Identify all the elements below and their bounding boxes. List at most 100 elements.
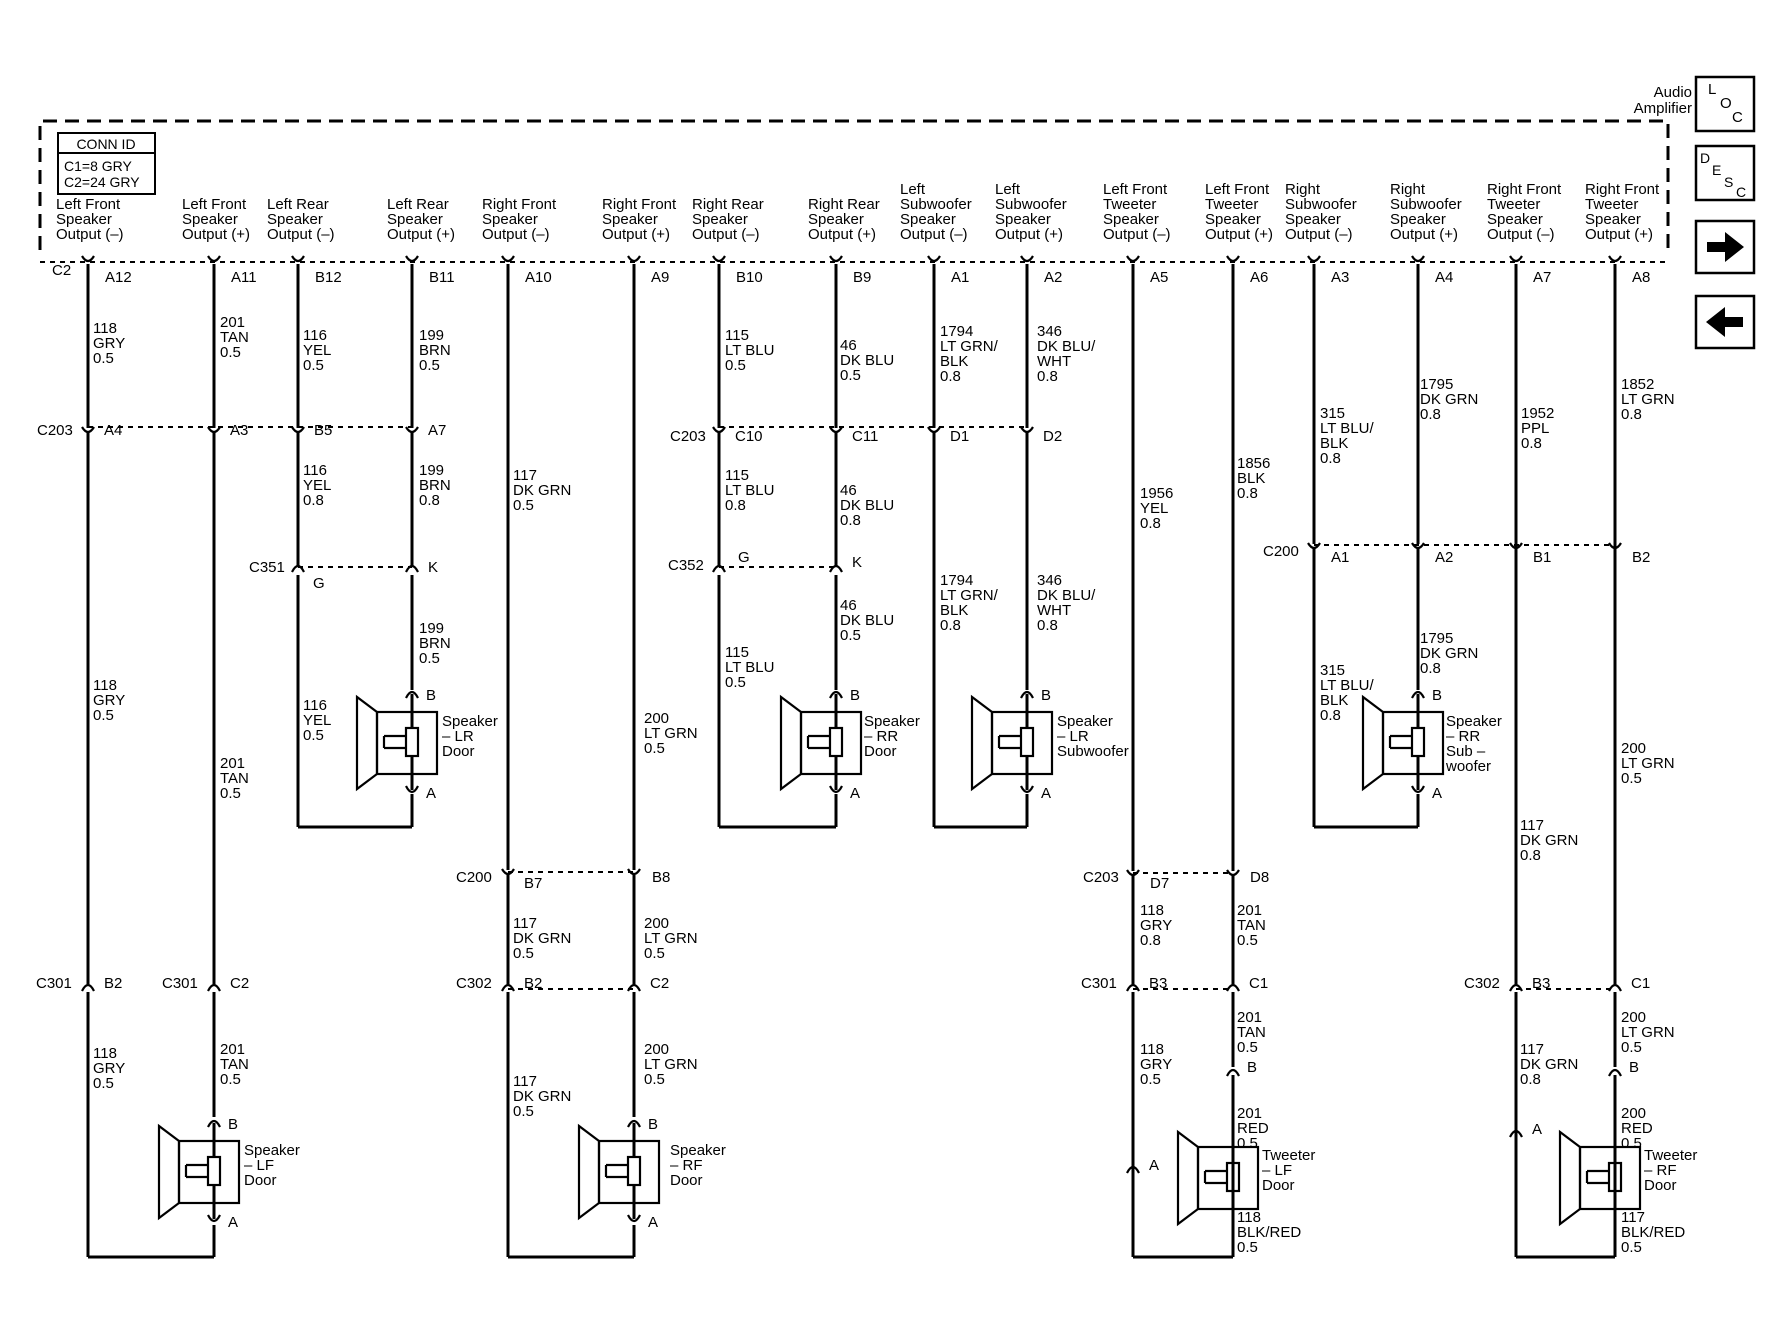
wire-color-label: DK GRN <box>1520 832 1578 849</box>
amp-output-label: Left Front <box>56 196 121 213</box>
wire-color-label: BRN <box>419 477 451 494</box>
amp-pin-number: A10 <box>525 269 552 286</box>
wire-color-label: YEL <box>303 477 331 494</box>
wire-color-label: 315 <box>1320 662 1345 679</box>
loc-letter-o: O <box>1720 95 1732 112</box>
speaker-label: Speaker <box>864 713 920 730</box>
amp-pin-icon <box>627 255 641 263</box>
loc-letter-c: C <box>1732 109 1743 126</box>
wire-color-label: WHT <box>1037 353 1071 370</box>
speaker-pin-a: A <box>1041 785 1051 802</box>
pin-number: B3 <box>1149 975 1167 992</box>
speaker-label: – RR <box>1446 728 1480 745</box>
wire-color-label: 1794 <box>940 572 973 589</box>
amp-output-label: Right Front <box>602 196 677 213</box>
amp-output-label: Output (+) <box>1585 226 1653 243</box>
wire-color-label: 116 <box>303 462 327 479</box>
speaker-label: Speaker <box>1446 713 1502 730</box>
wire-color-label: 0.8 <box>1320 450 1341 467</box>
tweeter-pin-b: B <box>1247 1059 1257 1076</box>
amp-output-label: Output (–) <box>267 226 335 243</box>
amp-pin-number: A1 <box>951 269 969 286</box>
tweeter-pin-a: A <box>1532 1121 1542 1138</box>
amp-pin-number: A12 <box>105 269 132 286</box>
wire-color-label: 346 <box>1037 323 1062 340</box>
wire-color-label: BLK <box>1320 435 1348 452</box>
speaker-icon-lr-sub <box>970 690 1054 794</box>
amp-output-label: Right Front <box>482 196 557 213</box>
connector-pin-icon <box>501 868 515 876</box>
amp-pin-icon <box>291 255 305 263</box>
connector-c301-label: C301 <box>1081 975 1117 992</box>
wire-color-label: 0.8 <box>1420 406 1441 423</box>
amp-output-label: Left Rear <box>267 196 329 213</box>
wire-color-label: 200 <box>1621 1105 1646 1122</box>
speaker-label: Sub – <box>1446 743 1486 760</box>
pin-number: C1 <box>1249 975 1268 992</box>
amp-output-label: Right <box>1390 181 1426 198</box>
wire-color-label: YEL <box>303 712 331 729</box>
pin-number: C2 <box>230 975 249 992</box>
wire-color-label: LT BLU/ <box>1320 420 1374 437</box>
wire-color-label: DK GRN <box>1420 391 1478 408</box>
wire-color-label: DK GRN <box>513 482 571 499</box>
amp-pin-number: B12 <box>315 269 342 286</box>
wire-color-label: 0.8 <box>940 617 961 634</box>
amp-output-label: Speaker <box>900 211 956 228</box>
pin-number: D8 <box>1250 869 1269 886</box>
pin-number: C10 <box>735 428 763 445</box>
connector-pin-icon <box>1226 983 1240 992</box>
amp-pin-number: B10 <box>736 269 763 286</box>
speaker-icon-lf <box>157 1119 241 1223</box>
wire-color-label: 0.8 <box>725 497 746 514</box>
speaker-label: Speaker <box>670 1142 726 1159</box>
wire-color-label: 1956 <box>1140 485 1173 502</box>
connector-pin-icon <box>627 868 641 876</box>
speaker-label: Subwoofer <box>1057 743 1129 760</box>
wire-color-label: 0.8 <box>1140 932 1161 949</box>
wire-color-label: 201 <box>1237 902 1262 919</box>
amp-output-label: Speaker <box>1487 211 1543 228</box>
pin-number: A1 <box>1331 549 1349 566</box>
conn-id-title: CONN ID <box>76 136 135 152</box>
pin-number: C11 <box>852 428 878 445</box>
wire-color-label: DK GRN <box>1520 1056 1578 1073</box>
wire-color-label: 0.5 <box>1237 932 1258 949</box>
wire-color-label: 0.5 <box>93 1075 114 1092</box>
wire-color-label: YEL <box>303 342 331 359</box>
speaker-label: Speaker <box>1057 713 1113 730</box>
amp-output-label: Subwoofer <box>1285 196 1357 213</box>
desc-button[interactable]: D E S C <box>1694 144 1756 202</box>
pin-number: A3 <box>230 422 248 439</box>
wire-color-label: LT GRN/ <box>940 587 999 604</box>
pin-number: B2 <box>1632 549 1650 566</box>
next-page-button[interactable] <box>1694 219 1756 275</box>
tweeter-label: Tweeter <box>1644 1147 1697 1164</box>
amp-output-label: Output (+) <box>1390 226 1458 243</box>
wire-color-label: 0.5 <box>93 707 114 724</box>
previous-page-button[interactable] <box>1694 294 1756 350</box>
amp-output-label: Subwoofer <box>1390 196 1462 213</box>
wire-color-label: 118 <box>93 1045 117 1062</box>
speaker-label: – LR <box>1057 728 1089 745</box>
pin-number: B3 <box>1532 975 1550 992</box>
wire-color-label: DK BLU/ <box>1037 587 1096 604</box>
wire-color-label: DK BLU <box>840 497 894 514</box>
speaker-pin-b: B <box>1041 687 1051 704</box>
wire-color-label: 0.8 <box>1140 515 1161 532</box>
wire-color-label: LT GRN <box>644 930 698 947</box>
wire-color-label: DK BLU/ <box>1037 338 1096 355</box>
connector-pin-icon <box>1307 542 1321 550</box>
wire-color-label: RED <box>1237 1120 1269 1137</box>
wire-color-label: 0.5 <box>513 945 534 962</box>
amp-pin-icon <box>1226 255 1240 263</box>
amp-output-label: Output (–) <box>1285 226 1353 243</box>
wire-color-label: 346 <box>1037 572 1062 589</box>
loc-button[interactable]: L O C <box>1694 75 1756 133</box>
connector-pin-icon <box>1226 869 1240 877</box>
wire-color-label: 0.5 <box>303 357 324 374</box>
wire-color-label: 0.8 <box>940 368 961 385</box>
amp-output-label: Tweeter <box>1103 196 1156 213</box>
wire-color-label: 46 <box>840 597 857 614</box>
pin-number: B8 <box>652 869 670 886</box>
